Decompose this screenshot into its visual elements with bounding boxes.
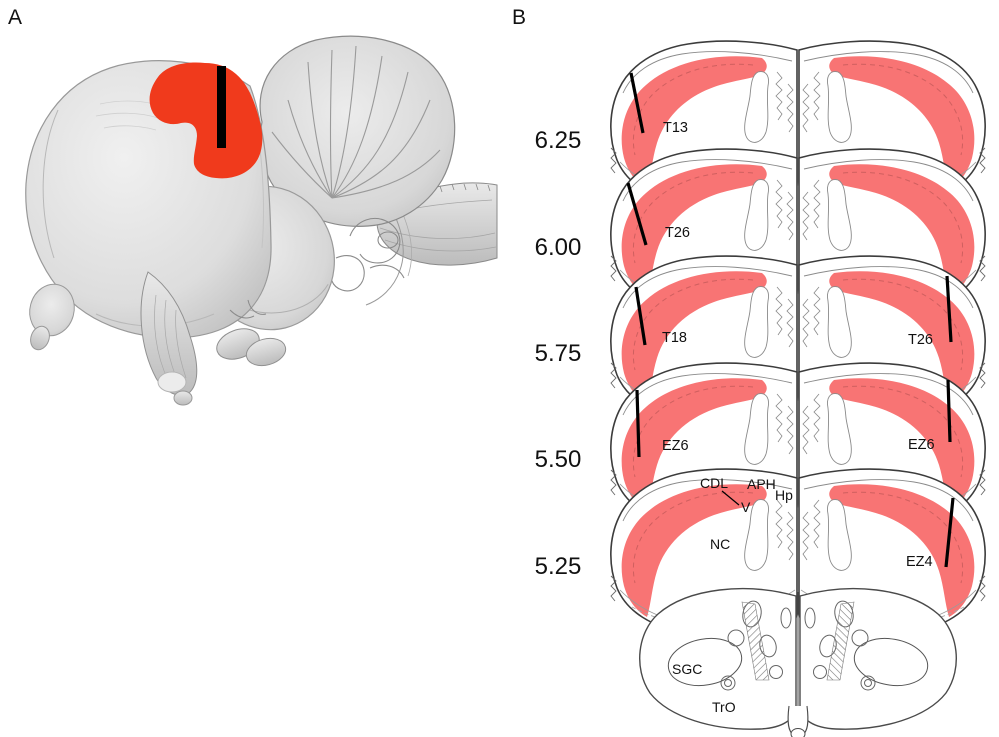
telencephalon-shading <box>42 109 59 259</box>
level-labels: 6.25 6.00 5.75 5.50 5.25 <box>535 127 582 580</box>
ventral-twig <box>229 309 255 319</box>
highlight-region-a <box>149 62 263 179</box>
anatomy-label-hp: Hp <box>775 487 793 503</box>
stalk-tip <box>157 371 187 393</box>
brainstem-fiber-line <box>384 239 497 252</box>
midbrain-nuclei-left <box>667 600 792 691</box>
stalk-knob <box>173 390 193 406</box>
anatomy-label-v: V <box>741 499 751 515</box>
cerebellum <box>259 35 456 292</box>
electrode-track-5.75-right <box>945 275 953 343</box>
electrode-track-5.25-right <box>944 497 955 568</box>
electrode-track-6.00-left <box>626 182 648 246</box>
stalk-striation <box>175 309 187 379</box>
level-label-6.25: 6.25 <box>535 127 582 154</box>
cerebellum-folds <box>271 45 441 199</box>
anatomy-label-sgc: SGC <box>672 661 702 677</box>
region-label-t26-right: T26 <box>908 332 933 348</box>
left-lobe-tip <box>30 325 50 351</box>
level-label-5.50: 5.50 <box>535 446 582 473</box>
stalk-striation <box>154 294 169 381</box>
anatomy-label-nc: NC <box>710 536 730 552</box>
ventral-twig <box>247 299 267 315</box>
region-label-ez6-right: EZ6 <box>908 437 935 453</box>
panel-b: B <box>512 6 986 737</box>
panel-b-letter: B <box>512 6 526 29</box>
electrode-track-a <box>217 66 226 148</box>
electrode-track-5.50-left <box>635 389 641 458</box>
brainstem-ticks <box>439 183 491 193</box>
region-label-ez4: EZ4 <box>906 554 933 570</box>
level-label-6.00: 6.00 <box>535 234 582 261</box>
ventral-structures <box>29 271 287 406</box>
region-label-ez6-left: EZ6 <box>662 438 689 454</box>
fiber-bundle <box>365 204 404 306</box>
midbrain-section <box>639 588 957 737</box>
electrode-track-6.25-left <box>629 72 645 134</box>
electrode-track-5.50-right <box>946 379 952 443</box>
brainstem-fiber-line <box>379 227 496 239</box>
region-label-t13: T13 <box>663 120 688 136</box>
panel-a: A <box>8 6 498 406</box>
cdl-pointer-line <box>721 490 740 506</box>
level-label-5.25: 5.25 <box>535 553 582 580</box>
region-label-t26-left: T26 <box>665 225 690 241</box>
anatomy-label-aph: APH <box>747 476 776 492</box>
anatomy-label-cdl: CDL <box>700 475 728 491</box>
region-label-t18: T18 <box>662 330 687 346</box>
anatomy-labels: CDL APH Hp V NC SGC TrO <box>672 475 793 715</box>
panel-a-letter: A <box>8 6 22 29</box>
midbrain-nuclei-right <box>804 600 929 691</box>
level-label-5.75: 5.75 <box>535 340 582 367</box>
electrode-track-5.75-left <box>634 286 647 346</box>
ventral-bean <box>245 337 287 367</box>
midbrain-stem-tip <box>790 728 806 737</box>
anatomy-label-tro: TrO <box>712 699 736 715</box>
electrode-tracks-b <box>626 72 955 568</box>
midbrain-right-lobe <box>799 588 957 730</box>
region-labels: T13 T26 T18 T26 EZ6 EZ6 EZ4 <box>662 120 935 570</box>
